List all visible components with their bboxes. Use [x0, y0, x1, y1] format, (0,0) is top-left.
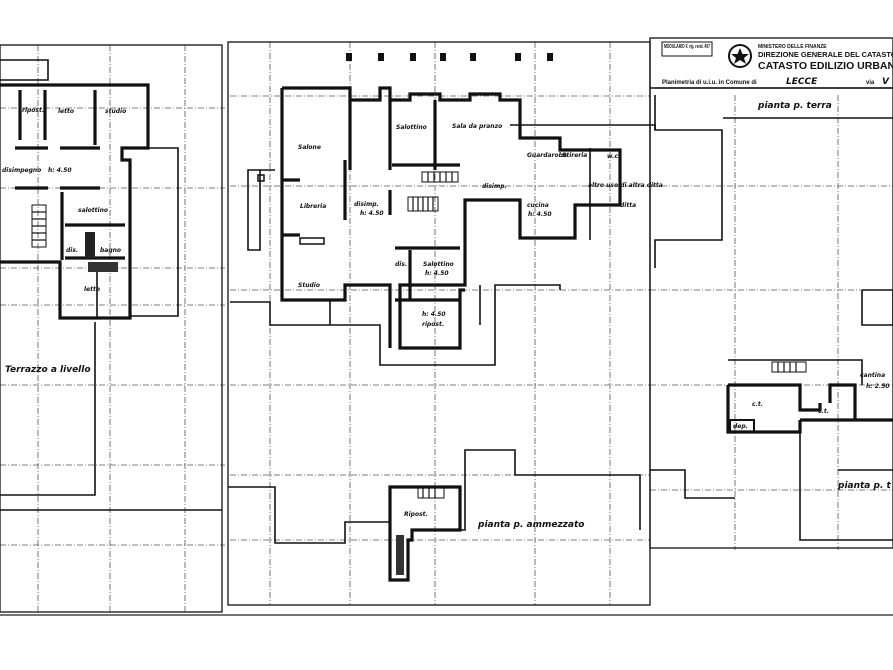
comune-value: LECCE: [786, 77, 818, 87]
room-label: h: 4.50: [422, 311, 446, 318]
ammezzato-staircase: [417, 487, 445, 499]
form-stamp: MODULARIO F. rig. rend. 497: [664, 44, 710, 50]
room-label: Salone: [298, 144, 321, 151]
left-room-label: bagno: [100, 247, 121, 254]
ammezzato-room-label: Ripost.: [404, 511, 428, 518]
room-label: Guardaroba: [527, 152, 567, 159]
room-label: Salottino: [423, 261, 454, 268]
via-label: via: [866, 80, 875, 86]
room-label: Salottino: [396, 124, 427, 131]
room-label: Studio: [298, 282, 320, 289]
cadastre-header: [655, 41, 893, 89]
cantina-label: cantina: [860, 372, 885, 379]
room-label: ditta: [620, 202, 636, 209]
left-room-label: h: 4.50: [48, 167, 72, 174]
room-label: dep.: [733, 423, 748, 430]
left-room-label: letto: [58, 108, 74, 115]
emblem-icon: [728, 44, 752, 68]
room-label: disimp.: [482, 183, 507, 190]
right-staircase: [771, 361, 807, 373]
left-room-label: letto: [84, 286, 100, 293]
left-room-label: ripost.: [22, 107, 44, 114]
right-sheet-frame: [649, 37, 893, 549]
room-label: c.t.: [752, 401, 763, 408]
room-label: Stireria: [562, 152, 587, 159]
main-staircase: [407, 171, 459, 212]
terrace-label: Terrazzo a livello: [5, 365, 91, 375]
room-label: dis.: [395, 261, 407, 268]
direction-label: DIREZIONE GENERALE DEL CATASTO E: [758, 50, 893, 59]
room-label: h: 4.50: [528, 211, 552, 218]
left-staircase: [31, 204, 47, 248]
right-floor-plan: [650, 87, 893, 541]
room-label: w.c.: [607, 153, 620, 160]
room-label: c.t.: [818, 408, 829, 415]
left-room-label: studio: [105, 108, 126, 115]
via-value: V: [882, 77, 890, 87]
room-label: h: 4.50: [425, 270, 449, 277]
room-label: altro uso di altra ditta: [588, 182, 663, 189]
room-label: h: 4.50: [360, 210, 384, 217]
room-label: Libreria: [300, 203, 326, 210]
room-label: cucina: [527, 202, 549, 209]
left-sheet-frame: [0, 44, 223, 613]
header-title: CATASTO EDILIZIO URBAN: [758, 60, 893, 72]
ground-floor-label: pianta p. terra: [757, 101, 832, 111]
drawing-grid: [0, 42, 893, 612]
planimetria-label: Planimetria di u.i.u. in Comune di: [662, 80, 757, 86]
right-bottom-floor-label: pianta p. t: [837, 481, 892, 491]
left-room-label: dis.: [66, 247, 78, 254]
left-room-label: salottino: [78, 207, 108, 214]
ministry-label: MINISTERO DELLE FINANZE: [758, 44, 827, 50]
left-room-label: disimpegno: [2, 167, 41, 174]
main-floor-plan: [228, 53, 723, 582]
room-label: disimp.: [354, 201, 379, 208]
left-floor-plan: [0, 59, 222, 511]
room-label: Sala da pranzo: [452, 123, 502, 130]
cantina-height-label: h: 2.50: [866, 383, 890, 390]
room-label: ripost.: [422, 321, 444, 328]
ammezzato-floor-label: pianta p. ammezzato: [477, 520, 584, 530]
